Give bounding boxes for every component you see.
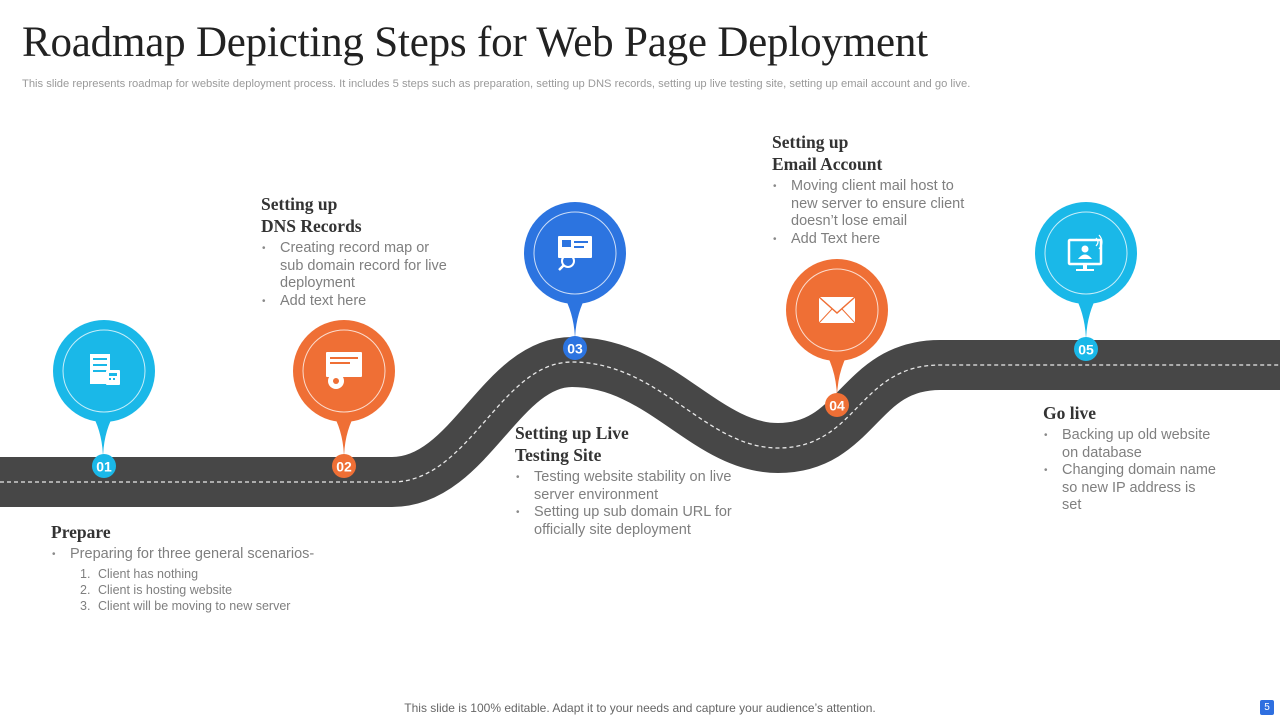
pin-01: 01 — [53, 320, 155, 478]
step-email-bullet: Add Text here — [772, 231, 982, 249]
pin-04-number: 04 — [829, 398, 845, 414]
pin-01-number: 01 — [96, 459, 112, 475]
step-testing-bullet: Setting up sub domain URL for officially… — [515, 504, 735, 539]
step-golive-bullet: Changing domain name so new IP address i… — [1043, 462, 1218, 515]
page-title: Roadmap Depicting Steps for Web Page Dep… — [22, 19, 928, 66]
pin-05: 05 — [1035, 202, 1137, 361]
step-prepare-scenarios: 1.Client has nothing 2.Client is hosting… — [51, 566, 371, 614]
step-golive: Go live Backing up old website on databa… — [1043, 402, 1218, 515]
step-prepare: Prepare Preparing for three general scen… — [51, 521, 371, 614]
pin-02: 02 — [293, 320, 395, 478]
envelope-icon — [818, 296, 856, 324]
road-center-line — [0, 361, 1280, 483]
scenario-item: 2.Client is hosting website — [80, 582, 233, 597]
step-prepare-bullet: Preparing for three general scenarios- — [51, 546, 371, 564]
pin-04: 04 — [786, 259, 888, 417]
pin-02-number: 02 — [336, 459, 352, 475]
step-golive-bullet: Backing up old website on database — [1043, 427, 1218, 462]
live-user-monitor-icon — [1067, 234, 1103, 271]
step-dns-bullet: Add text here — [261, 293, 451, 311]
page-subtitle: This slide represents roadmap for websit… — [22, 78, 971, 90]
pin-03: 03 — [524, 202, 626, 360]
step-golive-title: Go live — [1043, 403, 1096, 423]
pin-03-number: 03 — [567, 341, 583, 357]
step-testing-bullet: Testing website stability on live server… — [515, 469, 735, 504]
scenario-item: 1.Client has nothing — [80, 566, 199, 581]
step-dns-bullet: Creating record map or sub domain record… — [261, 240, 451, 293]
pin-01-tail — [93, 416, 113, 460]
step-prepare-title: Prepare — [51, 522, 111, 542]
server-building-icon — [90, 354, 120, 385]
scenario-item: 3.Client will be moving to new server — [80, 598, 291, 613]
web-settings-icon — [326, 352, 362, 389]
site-analysis-icon — [558, 236, 592, 271]
page-number-badge: 5 — [1260, 700, 1274, 715]
footer-note: This slide is 100% editable. Adapt it to… — [404, 701, 876, 715]
step-email-bullet: Moving client mail host to new server to… — [772, 178, 982, 231]
pin-05-number: 05 — [1078, 342, 1094, 358]
